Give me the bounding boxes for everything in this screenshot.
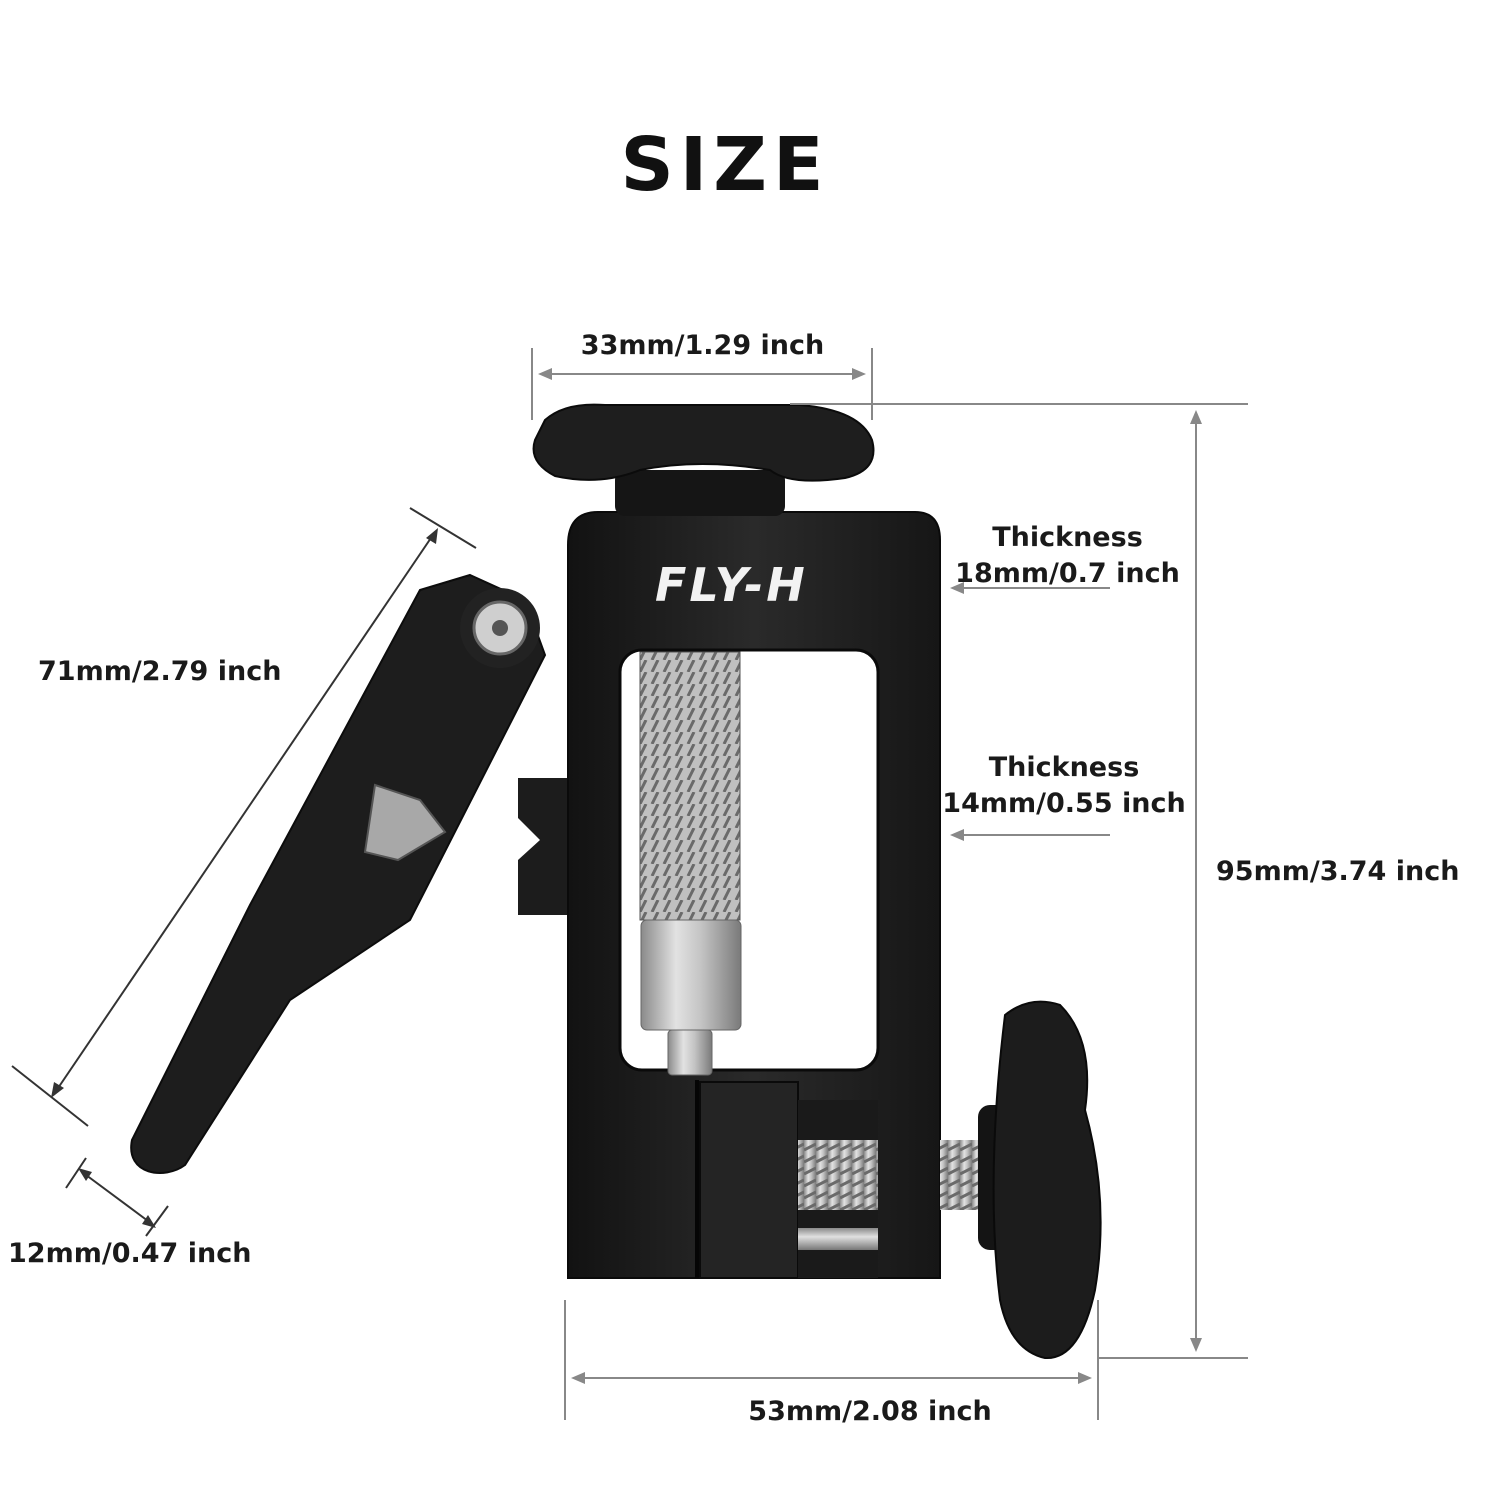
dim-thickness-lower-line — [950, 829, 1110, 841]
brand-logo: FLY-H — [655, 558, 808, 612]
dim-base-width-line — [564, 1300, 1099, 1420]
thickness-lower-title: Thickness — [988, 752, 1140, 783]
thickness-lower-value: 14mm/0.55 inch — [942, 788, 1186, 819]
height-label: 95mm/3.74 inch — [1216, 856, 1460, 887]
dim-handle-length-line — [11, 507, 477, 1127]
handle-length-label: 71mm/2.79 inch — [38, 656, 282, 687]
frame-body — [567, 511, 941, 1279]
top-width-label: 33mm/1.29 inch — [580, 330, 825, 361]
top-knob — [532, 403, 875, 516]
lever-handle — [130, 573, 547, 1174]
dim-thickness-upper-line — [950, 582, 1110, 594]
base-width-label: 53mm/2.08 inch — [748, 1396, 992, 1427]
side-clip — [518, 778, 570, 915]
thickness-upper-value: 18mm/0.7 inch — [955, 558, 1180, 589]
dim-handle-width-line — [65, 1157, 169, 1237]
dim-top-width-line — [531, 348, 873, 420]
side-knob — [978, 1000, 1102, 1360]
handle-width-label: 12mm/0.47 inch — [8, 1238, 252, 1269]
dim-height-line — [790, 403, 1248, 1359]
thickness-upper-title: Thickness — [992, 522, 1143, 553]
vertical-screw — [639, 651, 742, 1076]
page-title: SIZE — [620, 122, 830, 208]
